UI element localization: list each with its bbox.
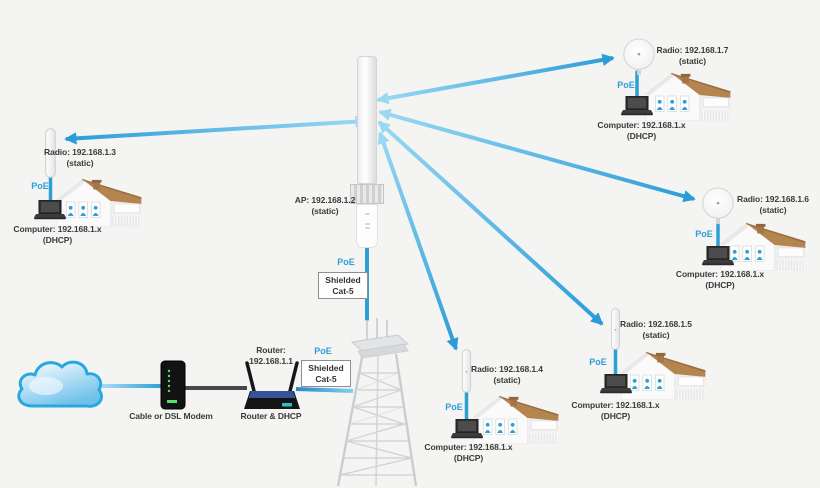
router-caption: Router & DHCP	[240, 411, 302, 421]
house-icon	[619, 350, 709, 400]
tower-shielded-cat5-box: Shielded Cat-5	[318, 272, 368, 300]
computer-label: Computer: 192.168.1.x (DHCP)	[13, 224, 102, 246]
laptop-icon	[34, 200, 66, 220]
poe-label: PoE	[617, 80, 635, 90]
poe-label: PoE	[31, 181, 49, 191]
router-tower-line	[295, 387, 354, 393]
ap-label: AP: 192.168.1.2 (static)	[294, 195, 356, 217]
poe-label: PoE	[589, 357, 607, 367]
antenna-radio-unit	[356, 204, 378, 248]
radio-label: Radio: 192.168.1.3 (static)	[44, 147, 116, 169]
house-icon	[644, 71, 734, 121]
poe-label: PoE	[445, 402, 463, 412]
house-icon	[472, 394, 562, 444]
modem-label: Cable or DSL Modem	[129, 411, 213, 421]
tower-icon	[336, 318, 418, 487]
tower-poe-label: PoE	[337, 257, 355, 267]
radio-label: Radio: 192.168.1.6 (static)	[737, 194, 809, 216]
router-poe-label: PoE	[314, 346, 332, 356]
computer-label: Computer: 192.168.1.x (DHCP)	[597, 120, 686, 142]
radio-label: Radio: 192.168.1.4 (static)	[471, 364, 543, 386]
router-icon	[244, 361, 300, 409]
computer-label: Computer: 192.168.1.x (DHCP)	[424, 442, 513, 464]
computer-label: Computer: 192.168.1.x (DHCP)	[675, 269, 765, 291]
radio-label: Radio: 192.168.1.5 (static)	[620, 319, 692, 341]
wireless-link-1-7	[376, 53, 615, 105]
router-shielded-cat5-box: Shielded Cat-5	[301, 360, 351, 388]
cloud-icon	[17, 360, 103, 408]
modem-icon	[160, 360, 186, 410]
computer-label: Computer: 192.168.1.x (DHCP)	[571, 400, 660, 422]
antenna-bracket	[350, 184, 384, 204]
radio-label: Radio: 192.168.1.7 (static)	[656, 45, 729, 67]
wireless-link-1-3	[64, 115, 368, 145]
router-label: Router: 192.168.1.1	[249, 345, 293, 367]
laptop-icon	[451, 419, 483, 439]
house-icon	[55, 177, 145, 227]
laptop-icon	[702, 246, 734, 266]
laptop-icon	[600, 374, 632, 394]
poe-label: PoE	[695, 229, 713, 239]
antenna-radome	[357, 56, 377, 184]
laptop-icon	[621, 96, 653, 116]
wireless-link-1-4	[377, 131, 459, 351]
